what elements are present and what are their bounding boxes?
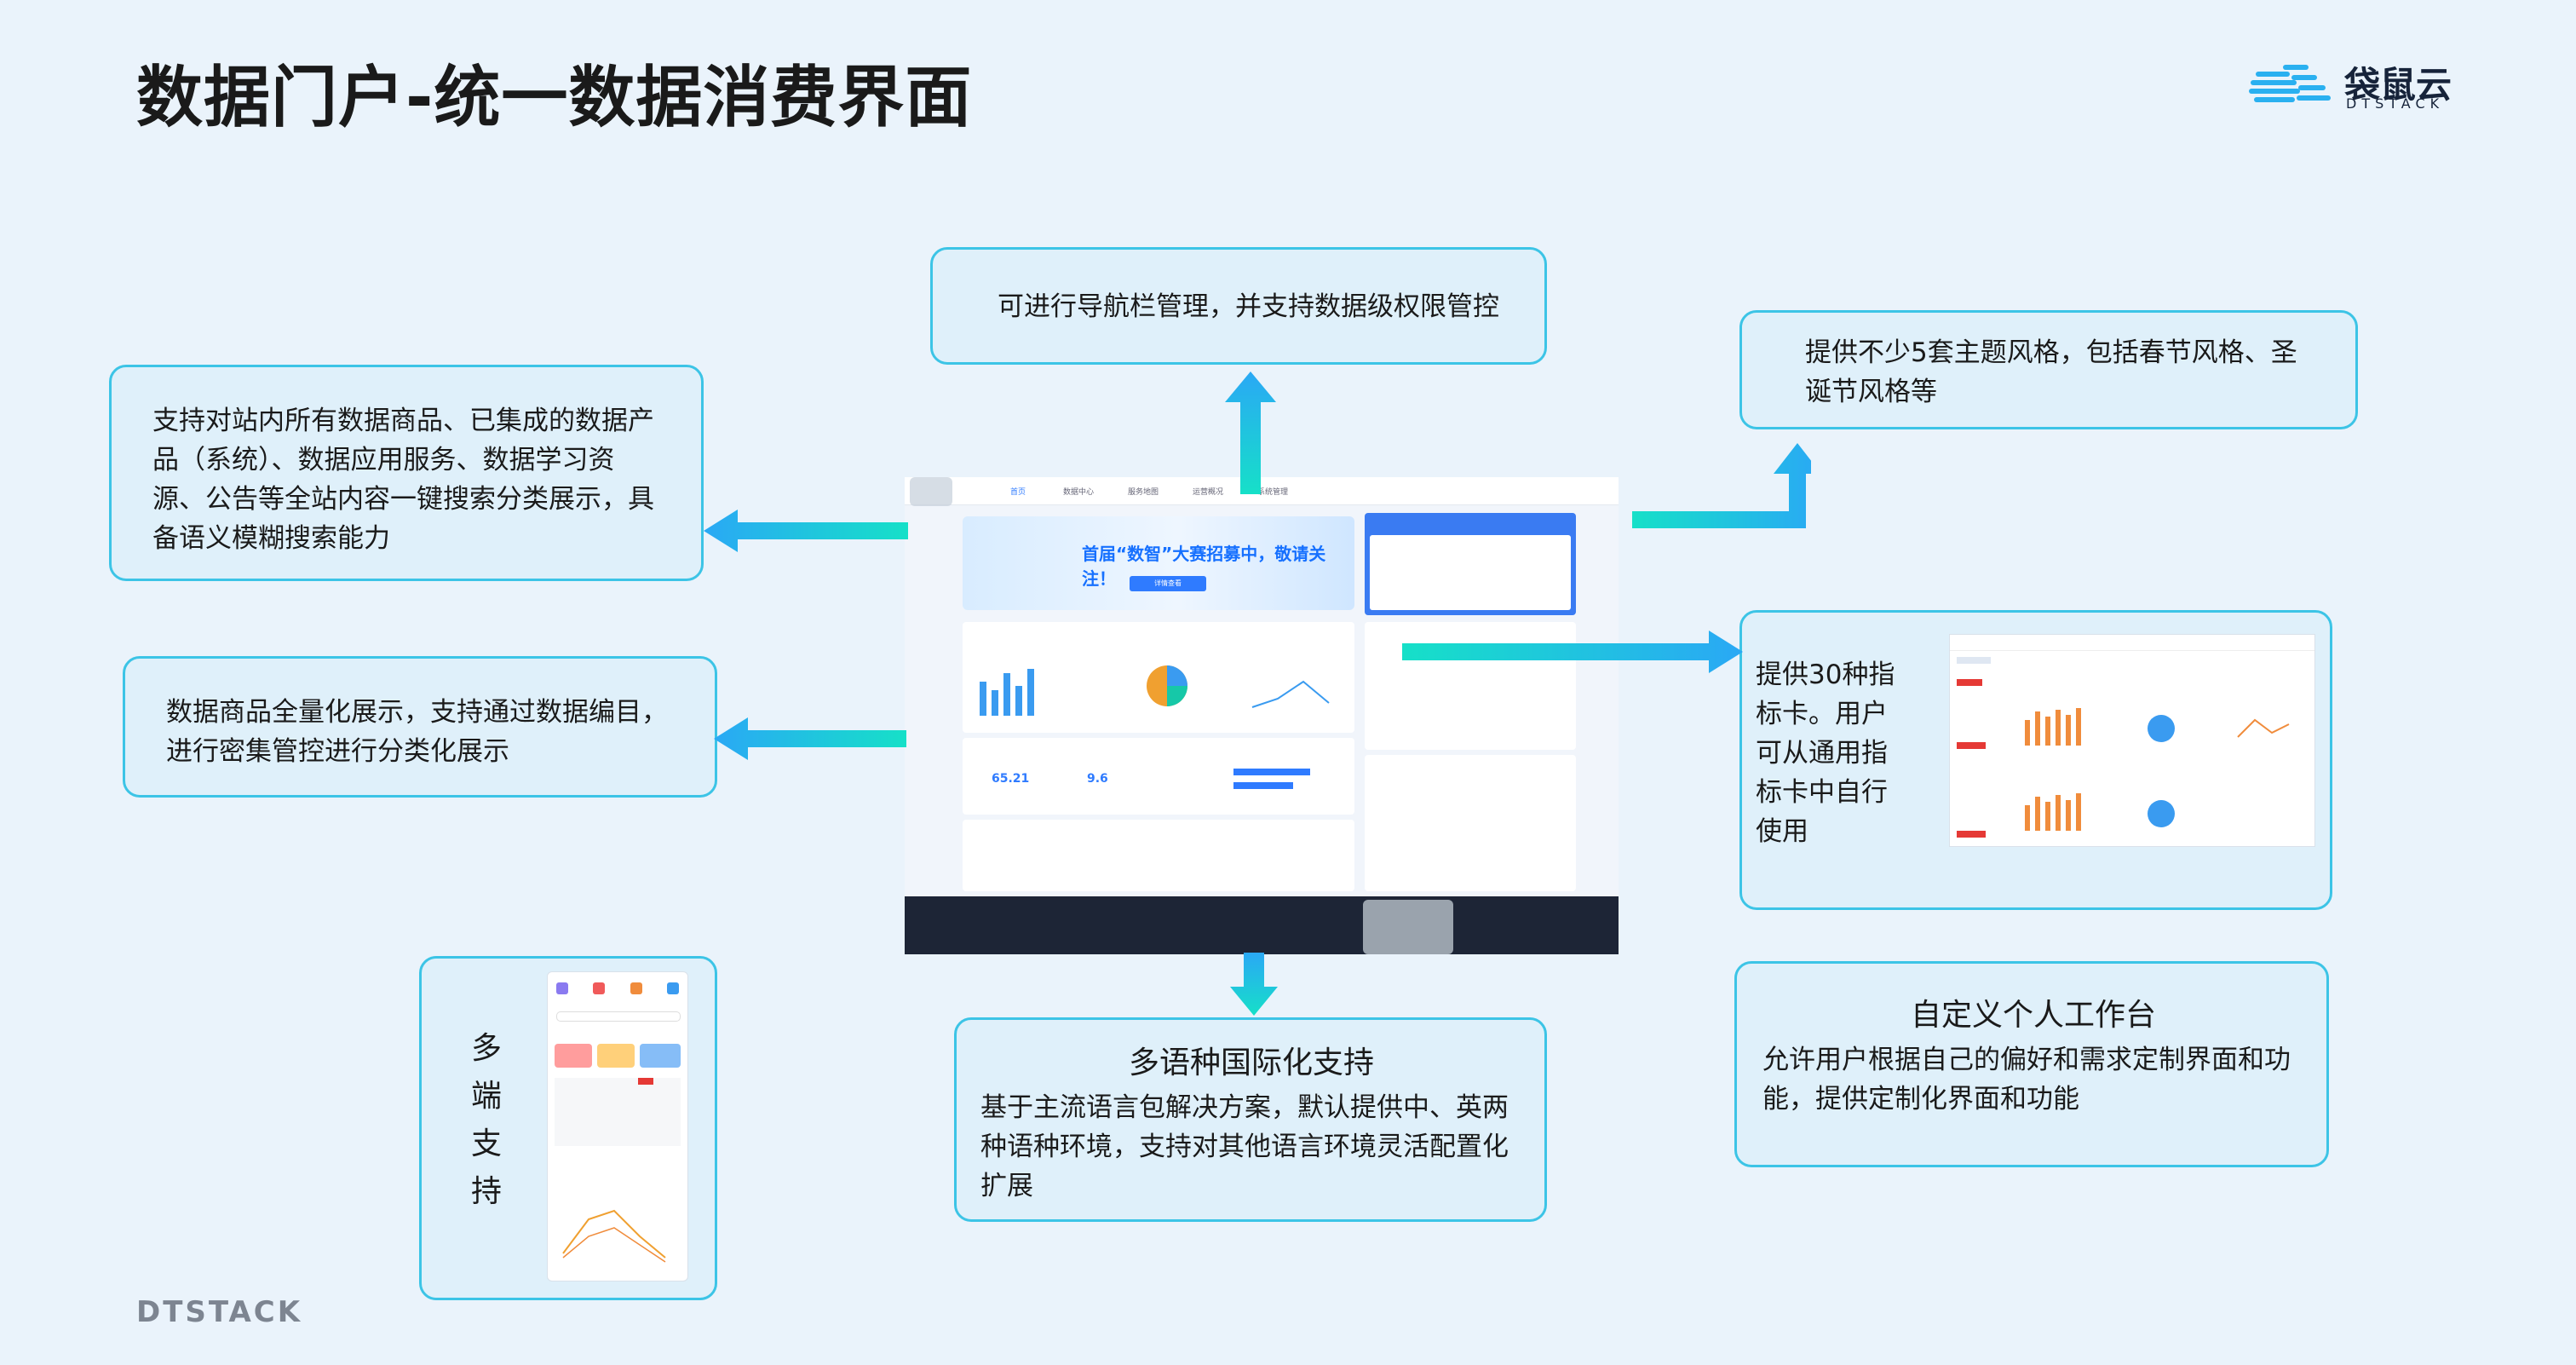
portal-nav-map[interactable]: 服务地图 xyxy=(1128,488,1159,497)
arrow-down-i18n xyxy=(1230,953,1278,1016)
portal-topbar: 首页 数据中心 服务地图 运营概况 系统管理 xyxy=(905,477,1619,505)
callout-workbench-body: 允许用户根据自己的偏好和需求定制界面和功能，提供定制化界面和功能 xyxy=(1762,1045,2291,1114)
arrow-left-search xyxy=(704,510,908,552)
portal-nav-system[interactable]: 系统管理 xyxy=(1257,488,1289,497)
callout-nav-manage-text: 可进行导航栏管理，并支持数据级权限管控 xyxy=(998,291,1499,322)
footer-brand: DTSTACK xyxy=(136,1295,303,1329)
mobile-line-chart xyxy=(562,1209,666,1263)
arrow-up-nav xyxy=(1225,371,1276,494)
portal-nav-home[interactable]: 首页 xyxy=(1010,488,1026,497)
callout-search: 支持对站内所有数据商品、已集成的数据产品（系统）、数据应用服务、数据学习资源、公… xyxy=(109,365,704,581)
indicator-mini-charts xyxy=(1957,708,2290,838)
arrow-left-catalog xyxy=(714,717,906,760)
callout-i18n: 多语种国际化支持 基于主流语言包解决方案，默认提供中、英两种语种环境，支持对其他… xyxy=(954,1017,1547,1222)
dtstack-logo-icon xyxy=(2249,65,2331,102)
callout-nav-manage: 可进行导航栏管理，并支持数据级权限管控 xyxy=(930,247,1547,365)
mobile-screenshot xyxy=(547,971,688,1281)
portal-metrics-panel: 65.21 9.6 xyxy=(963,738,1354,815)
portal-charts xyxy=(980,665,1330,716)
callout-workbench-title: 自定义个人工作台 xyxy=(1910,998,2156,1033)
callout-indicators-text: 提供30种指标卡。用户可从通用指标卡中自行使用 xyxy=(1756,659,1895,847)
blurred-qr xyxy=(1363,900,1453,954)
portal-quick-panel xyxy=(1365,513,1576,615)
callout-catalog: 数据商品全量化展示，支持通过数据编目，进行密集管控进行分类化展示 xyxy=(123,656,717,798)
blurred-logo xyxy=(910,477,952,506)
callout-themes-text: 提供不少5套主题风格，包括春节风格、圣诞节风格等 xyxy=(1805,337,2297,407)
metric-2: 9.6 xyxy=(1087,772,1108,786)
brand-name: 袋鼠云 xyxy=(2344,64,2452,106)
arrow-right-indicators xyxy=(1402,631,1743,673)
banner-text: 首届“数智”大赛招募中，敬请关注！ xyxy=(1082,544,1326,589)
banner-button[interactable]: 详情查看 xyxy=(1130,576,1206,591)
portal-table-panel xyxy=(1365,755,1576,891)
callout-multi-terminal-text: 多端支持 xyxy=(470,1031,502,1209)
callout-i18n-title: 多语种国际化支持 xyxy=(1128,1045,1374,1080)
portal-banner: 首届“数智”大赛招募中，敬请关注！ 详情查看 xyxy=(963,516,1354,610)
callout-catalog-text: 数据商品全量化展示，支持通过数据编目，进行密集管控进行分类化展示 xyxy=(166,697,668,767)
brand-en: DTSTACK xyxy=(2346,95,2445,112)
metric-1: 65.21 xyxy=(992,772,1030,786)
indicator-card-screenshot xyxy=(1949,634,2315,847)
portal-charts-panel xyxy=(963,622,1354,733)
callout-themes: 提供不少5套主题风格，包括春节风格、圣诞节风格等 xyxy=(1739,310,2358,429)
portal-nav-data[interactable]: 数据中心 xyxy=(1063,488,1095,497)
callout-i18n-body: 基于主流语言包解决方案，默认提供中、英两种语种环境，支持对其他语言环境灵活配置化… xyxy=(980,1092,1509,1201)
portal-screenshot: 首页 数据中心 服务地图 运营概况 系统管理 首届“数智”大赛招募中，敬请关注！… xyxy=(905,477,1619,954)
portal-cards-panel xyxy=(963,820,1354,891)
portal-nav-ops[interactable]: 运营概况 xyxy=(1193,488,1224,497)
page-title: 数据门户-统一数据消费界面 xyxy=(136,60,973,136)
callout-workbench: 自定义个人工作台 允许用户根据自己的偏好和需求定制界面和功能，提供定制化界面和功… xyxy=(1734,961,2329,1167)
portal-footer xyxy=(905,896,1619,954)
callout-search-text: 支持对站内所有数据商品、已集成的数据产品（系统）、数据应用服务、数据学习资源、公… xyxy=(152,406,654,554)
arrow-right-themes xyxy=(1632,443,1811,528)
